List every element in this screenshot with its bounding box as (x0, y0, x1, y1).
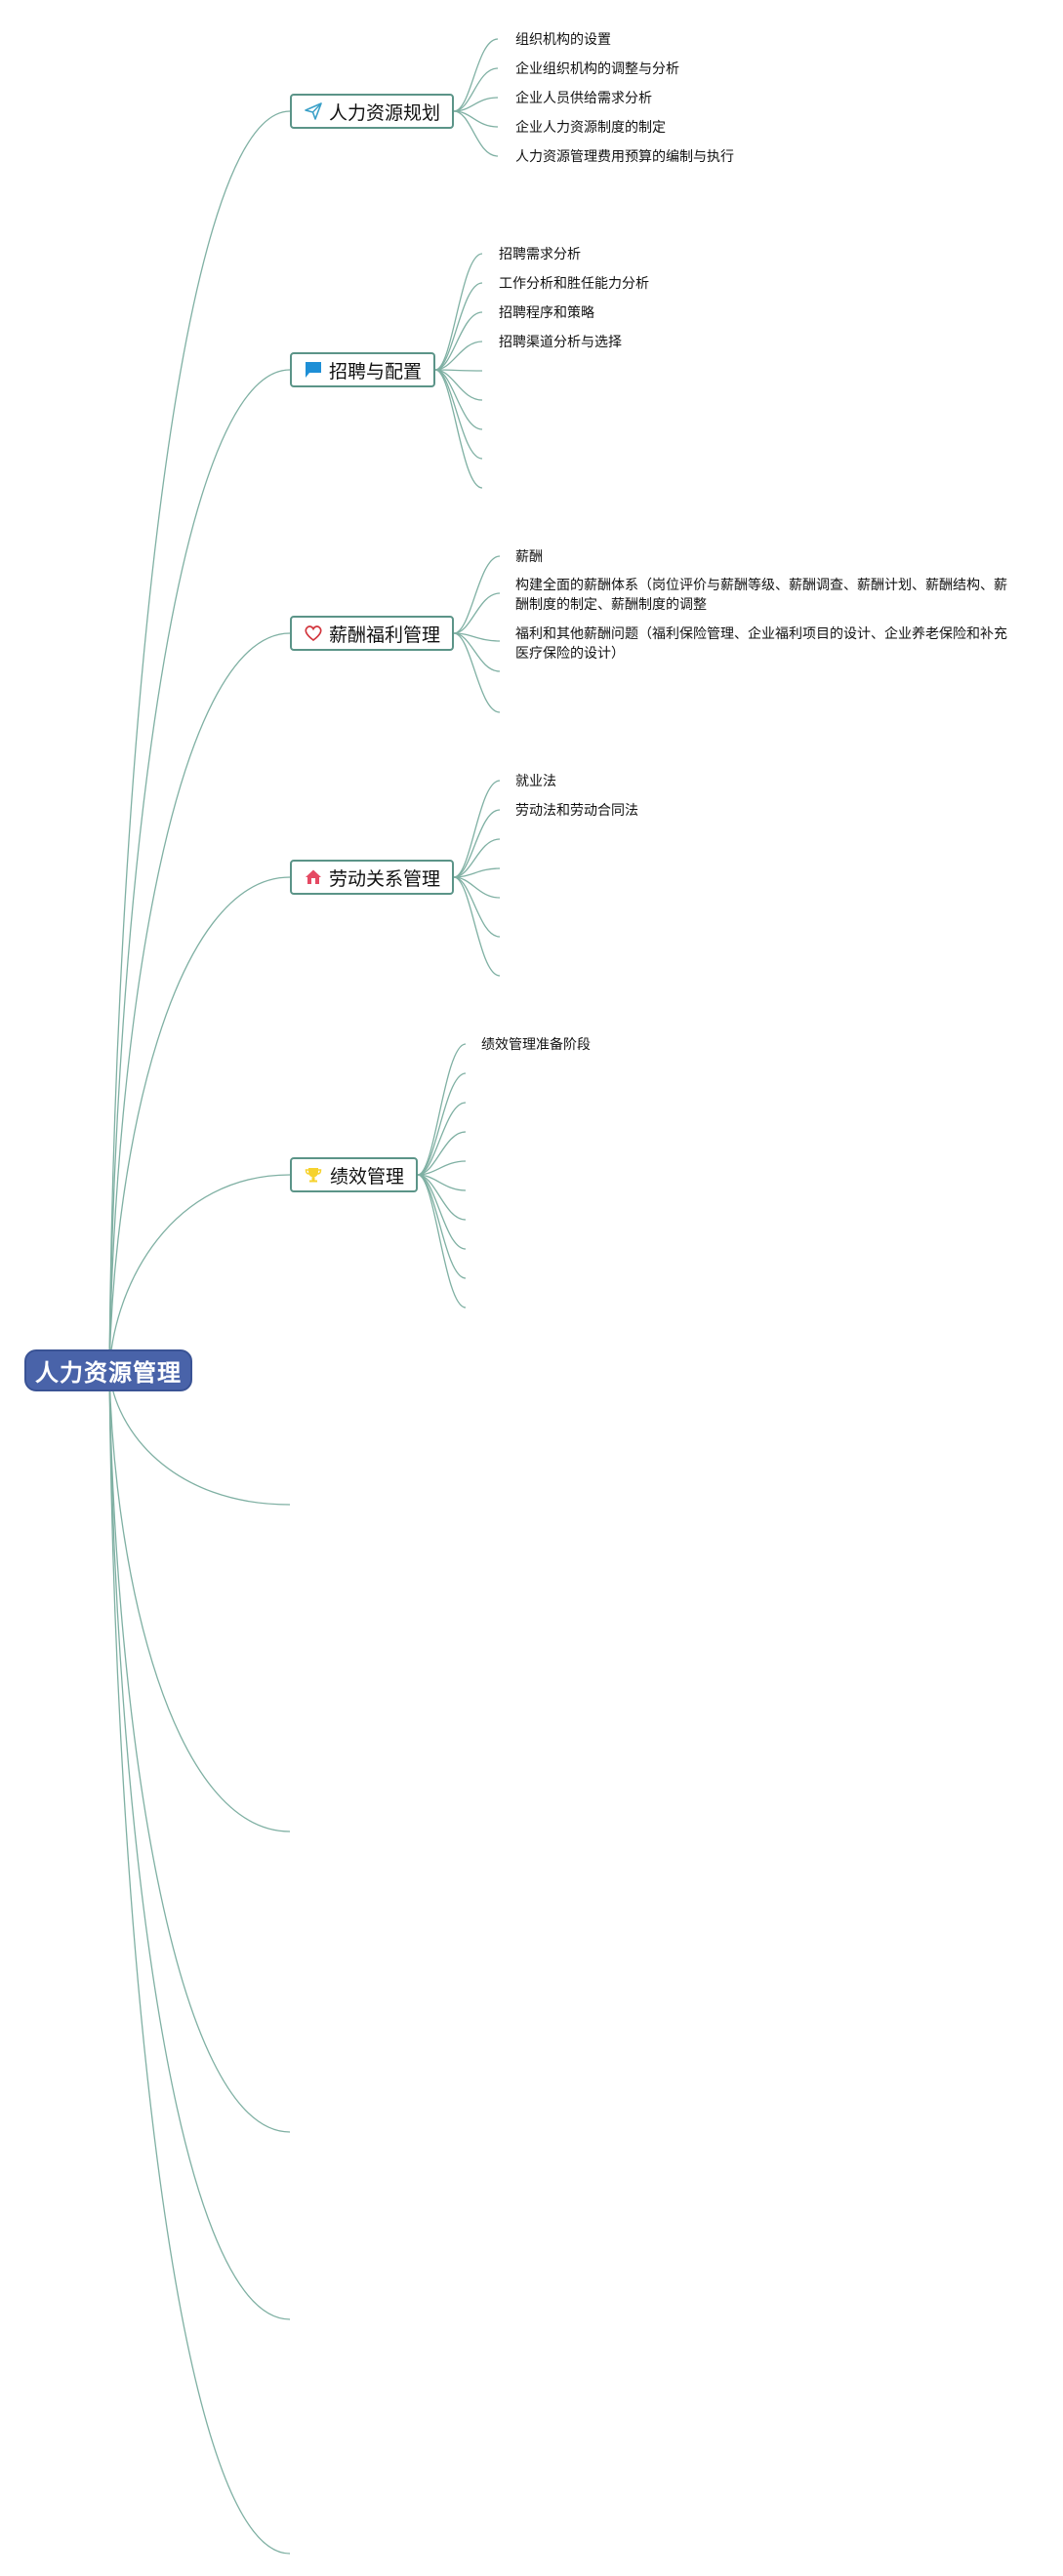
heart-icon (304, 623, 323, 644)
leaf-connector (453, 632, 501, 672)
leaf-connector (434, 369, 483, 460)
leaf-recruit-needs[interactable]: 招聘需求分析 (499, 247, 581, 262)
leaf-labor-law[interactable]: 劳动法和劳动合同法 (515, 803, 638, 819)
leaf-connector (434, 369, 483, 372)
root-topic-label: 人力资源管理 (35, 1359, 182, 1387)
leaf-connector (434, 369, 483, 489)
branch-connector (108, 1369, 291, 1506)
leaf-connector (453, 876, 501, 977)
topic-label: 绩效管理 (329, 1165, 404, 1187)
leaf-connector (417, 1043, 467, 1176)
leaf-connector (417, 1131, 467, 1176)
leaf-connector (453, 110, 499, 157)
topic-label: 招聘与配置 (329, 360, 423, 382)
leaf-employment-law[interactable]: 就业法 (515, 774, 556, 789)
leaf-org-adjustment[interactable]: 企业组织机构的调整与分析 (515, 61, 679, 77)
leaf-connector (453, 632, 501, 713)
branch-connector (108, 1369, 291, 2555)
leaf-org-structure-setup[interactable]: 组织机构的设置 (515, 32, 611, 48)
leaf-connector (453, 592, 501, 634)
leaf-connector (434, 341, 483, 371)
branch-connector (108, 1369, 291, 2320)
topic-labor-relations[interactable]: 劳动关系管理 (290, 860, 454, 895)
leaf-connector (417, 1174, 467, 1221)
leaf-hr-budget[interactable]: 人力资源管理费用预算的编制与执行 (515, 149, 734, 165)
branch-connector (108, 1369, 291, 1832)
leaf-hr-policy[interactable]: 企业人力资源制度的制定 (515, 120, 666, 136)
root-topic[interactable]: 人力资源管理 (24, 1349, 192, 1391)
leaf-recruit-channels[interactable]: 招聘渠道分析与选择 (499, 335, 622, 350)
leaf-connector (453, 876, 501, 938)
leaf-performance-prep[interactable]: 绩效管理准备阶段 (481, 1037, 591, 1053)
leaf-connector (417, 1174, 467, 1250)
flag-icon (304, 359, 323, 381)
leaf-connector (417, 1072, 467, 1176)
leaf-connector (453, 838, 501, 878)
trophy-icon (304, 1164, 324, 1186)
branch-connector (108, 110, 291, 1371)
branch-connector (108, 1174, 291, 1371)
leaf-welfare[interactable]: 福利和其他薪酬问题（福利保险管理、企业福利项目的设计、企业养老保险和补充医疗保险… (515, 626, 1007, 662)
branch-connector (108, 1369, 291, 2133)
leaf-connector (417, 1102, 467, 1176)
leaf-connector (453, 867, 501, 878)
branch-connector (108, 632, 291, 1371)
branch-connector (108, 369, 291, 1371)
leaf-salary[interactable]: 薪酬 (515, 549, 543, 565)
paper-plane-icon (304, 101, 323, 122)
home-icon (304, 866, 323, 888)
topic-hr-planning[interactable]: 人力资源规划 (290, 94, 454, 129)
leaf-connector (417, 1174, 467, 1308)
leaf-connector (453, 67, 499, 112)
leaf-salary-system[interactable]: 构建全面的薪酬体系（岗位评价与薪酬等级、薪酬调查、薪酬计划、薪酬结构、薪酬制度的… (515, 578, 1007, 613)
leaf-connector (453, 97, 499, 112)
leaf-connector (453, 780, 501, 878)
leaf-connector (434, 282, 483, 371)
leaf-connector (453, 38, 499, 112)
topic-performance[interactable]: 绩效管理 (290, 1157, 418, 1192)
leaf-job-analysis[interactable]: 工作分析和胜任能力分析 (499, 276, 649, 292)
topic-label: 劳动关系管理 (329, 867, 441, 890)
leaf-connector (434, 253, 483, 371)
topic-label: 薪酬福利管理 (329, 624, 441, 646)
topic-recruitment[interactable]: 招聘与配置 (290, 352, 435, 387)
topic-label: 人力资源规划 (329, 101, 441, 124)
leaf-connector (453, 809, 501, 878)
leaf-connector (417, 1160, 467, 1176)
leaf-recruit-procedure[interactable]: 招聘程序和策略 (499, 305, 594, 321)
leaf-connector (434, 311, 483, 371)
leaf-connector (453, 555, 501, 634)
leaf-staff-supply-demand[interactable]: 企业人员供给需求分析 (515, 91, 652, 106)
topic-compensation[interactable]: 薪酬福利管理 (290, 616, 454, 651)
branch-connector (108, 876, 291, 1371)
